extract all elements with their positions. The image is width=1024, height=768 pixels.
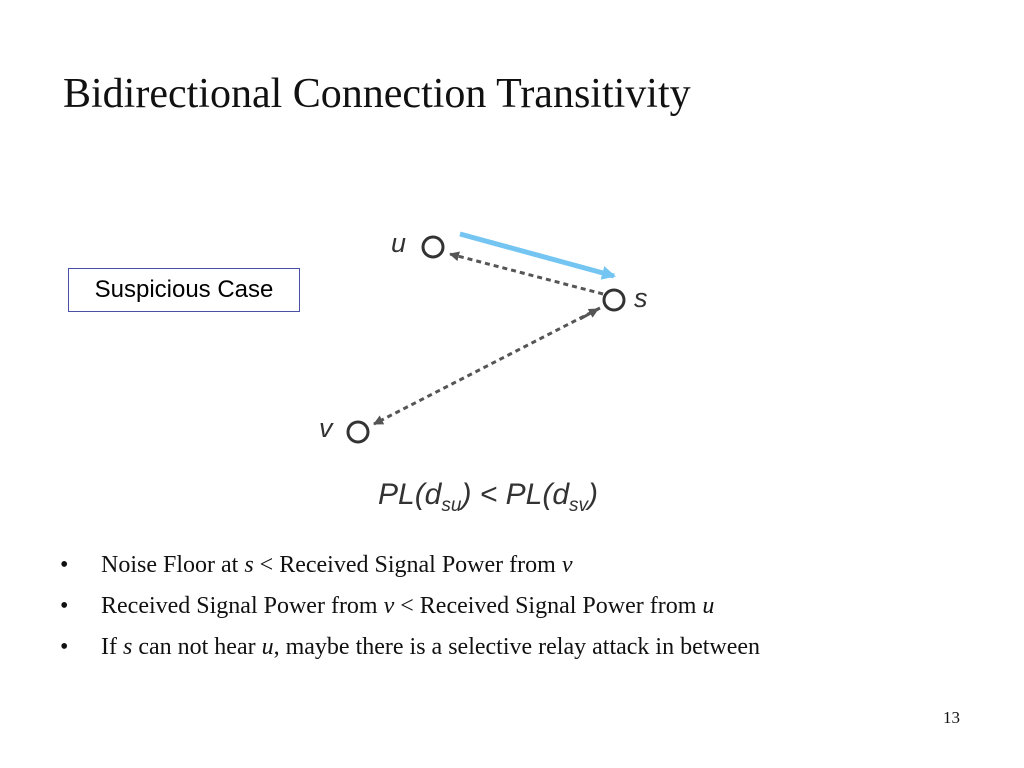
path-loss-formula: PL(dsu) < PL(dsv) xyxy=(378,478,598,517)
bullet-text: Received Signal Power from xyxy=(101,593,384,619)
highlight-arrow-u-to-s xyxy=(459,231,616,280)
bullet-marker: • xyxy=(60,593,69,619)
bullet-marker: • xyxy=(60,634,69,660)
suspicious-case-label: Suspicious Case xyxy=(68,268,300,312)
bullet-text: < Received Signal Power from xyxy=(253,552,562,578)
node-v xyxy=(346,420,370,444)
bullet-variable: s xyxy=(122,634,133,660)
node-u xyxy=(421,235,445,259)
bullet-text: , maybe there is a selective relay attac… xyxy=(273,634,761,660)
bullet-text: Noise Floor at xyxy=(101,552,245,578)
bullet-item: • Received Signal Power from v < Received… xyxy=(60,587,760,628)
bullet-text: If xyxy=(101,634,123,660)
bullet-list: • Noise Floor at s < Received Signal Powe… xyxy=(60,546,760,669)
bullet-variable: u xyxy=(702,593,715,619)
bullet-item: • If s can not hear u, maybe there is a s… xyxy=(60,628,760,669)
formula-part: ) xyxy=(588,478,599,511)
slide-title: Bidirectional Connection Transitivity xyxy=(63,71,691,117)
formula-subscript: sv xyxy=(569,495,589,516)
bullet-variable: v xyxy=(383,593,395,619)
formula-subscript: su xyxy=(441,495,462,516)
node-label-u: u xyxy=(391,228,406,258)
bullet-variable: v xyxy=(561,552,573,578)
formula-part: ) < PL(d xyxy=(461,478,570,511)
dashed-arrow-s-to-v xyxy=(373,306,601,426)
bullet-text: < Received Signal Power from xyxy=(394,593,703,619)
node-s xyxy=(602,288,626,312)
dashed-arrow-s-to-u xyxy=(449,251,604,296)
node-label-s: s xyxy=(634,283,648,313)
bullet-variable: s xyxy=(244,552,254,578)
formula-part: PL(d xyxy=(378,478,442,511)
node-label-v: v xyxy=(319,413,334,443)
bullet-item: • Noise Floor at s < Received Signal Powe… xyxy=(60,546,760,587)
bullet-marker: • xyxy=(60,552,69,578)
page-number: 13 xyxy=(943,708,960,727)
dashed-arrow-v-to-s xyxy=(579,307,599,321)
bullet-variable: u xyxy=(261,634,274,660)
bullet-text: can not hear xyxy=(132,634,262,660)
